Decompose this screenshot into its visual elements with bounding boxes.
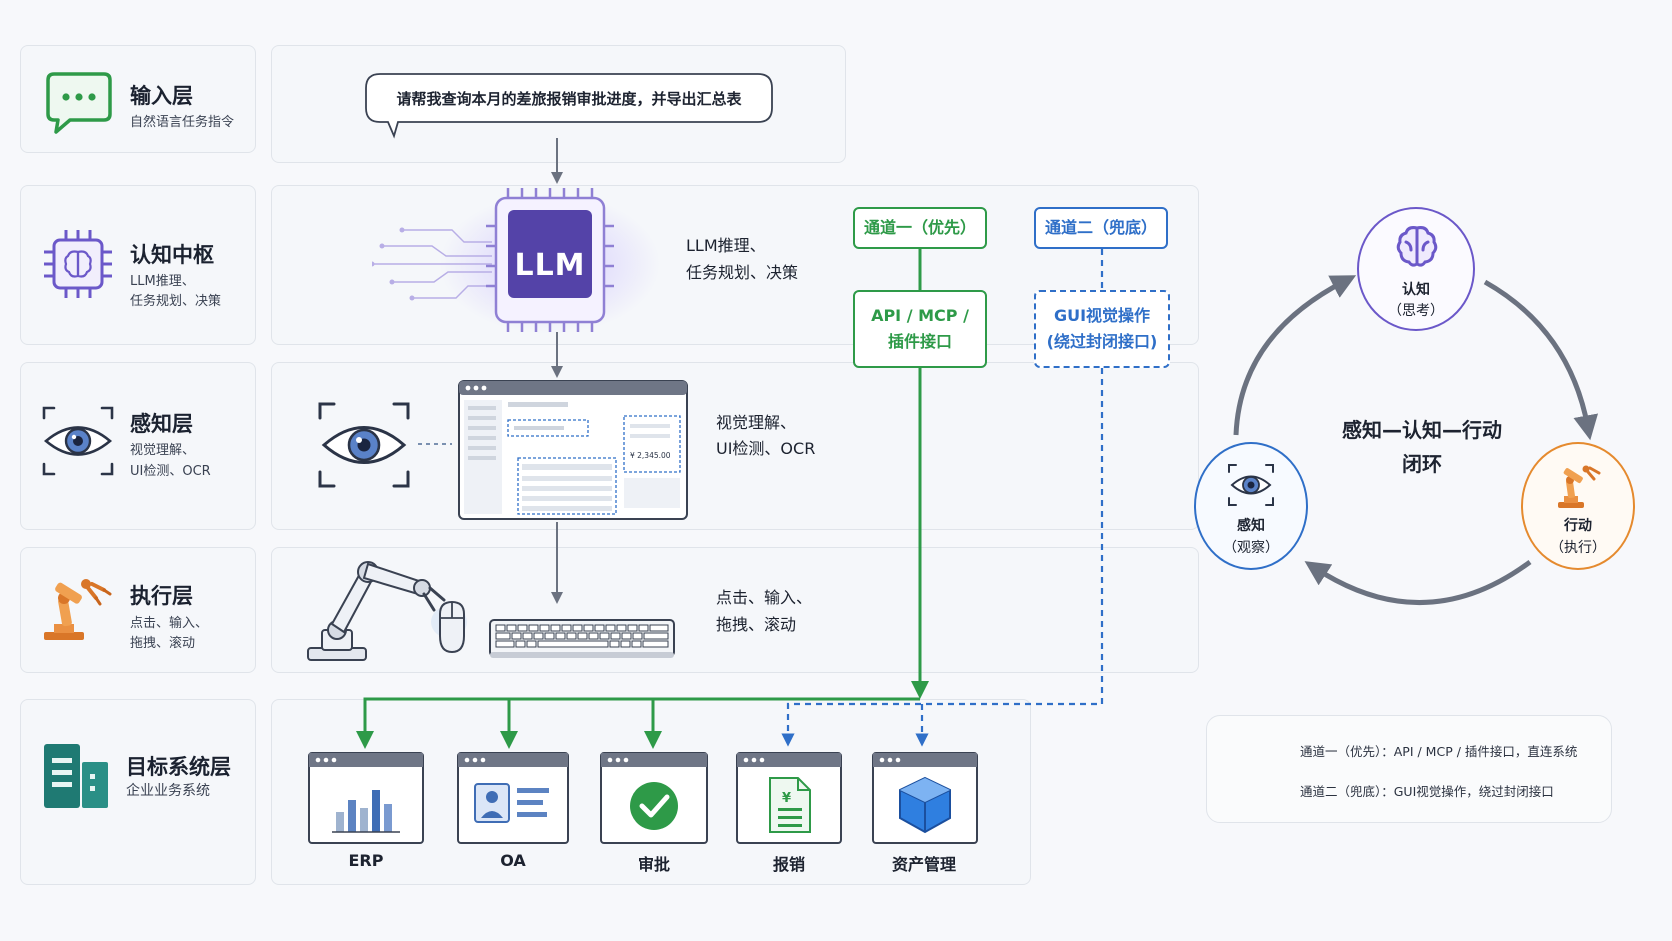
loop-arrow-action-to-perception: [1304, 559, 1532, 605]
panel-execution: [271, 547, 1199, 673]
robot-arm-small-icon: [1558, 465, 1601, 508]
loop-action-label-2: （执行）: [1550, 540, 1606, 556]
layer-sub-execution-1: 点击、输入、: [130, 616, 209, 631]
llm-chip-icon: [372, 188, 660, 334]
screen-amount: ¥ 2,345.00: [630, 451, 671, 460]
svg-text:¥: ¥: [782, 791, 791, 806]
llm-chip-label: LLM: [514, 248, 586, 283]
channel2-box-line2: (绕过封闭接口): [1046, 332, 1158, 351]
layer-sub-cognition-2: 任务规划、决策: [130, 294, 222, 309]
layer-sub-perception-1: 视觉理解、: [130, 443, 196, 458]
perception-desc-2: UI检测、OCR: [716, 439, 816, 458]
channel2-box-line1: GUI视觉操作: [1053, 306, 1151, 325]
layer-sub-execution-2: 拖拽、滚动: [130, 636, 196, 651]
channel1-box: API / MCP / 插件接口: [853, 290, 987, 368]
loop-center-title-2: 闭环: [1402, 452, 1442, 476]
layer-card-execution: [20, 547, 256, 673]
brain-chip-icon: [44, 230, 112, 298]
system-label-reimbursement: 报销: [772, 855, 805, 874]
oa-window-icon: [457, 752, 569, 844]
loop-arrow-perception-to-cognition: [1233, 275, 1357, 436]
execution-desc-1: 点击、输入、: [716, 588, 813, 607]
channel2-title: 通道二（兜底）: [1034, 207, 1168, 249]
llm-desc-1: LLM推理、: [686, 236, 766, 255]
layer-title-cognition: 认知中枢: [130, 243, 214, 267]
layer-sub-input: 自然语言任务指令: [130, 115, 235, 130]
system-label-oa: OA: [500, 851, 526, 870]
approval-window-icon: [600, 752, 708, 844]
layer-sub-target: 企业业务系统: [126, 783, 210, 799]
layer-title-perception: 感知层: [130, 412, 193, 436]
layer-sub-cognition-1: LLM推理、: [130, 274, 195, 289]
loop-perception-label-1: 感知: [1237, 518, 1265, 534]
channel1-box-line1: API / MCP /: [871, 306, 969, 325]
system-label-assets: 资产管理: [891, 855, 956, 874]
eye-scan-large-icon: [318, 402, 410, 488]
perception-desc-1: 视觉理解、: [716, 413, 797, 432]
layer-title-target: 目标系统层: [126, 755, 231, 779]
loop-center-title-1: 感知—认知—行动: [1342, 418, 1502, 442]
llm-desc-2: 任务规划、决策: [686, 263, 799, 282]
input-bubble-shape: [365, 73, 773, 139]
system-label-approval: 审批: [637, 855, 670, 874]
building-icon: [44, 744, 108, 808]
loop-node-perception: [1194, 442, 1308, 570]
eye-small-icon: [1228, 464, 1274, 506]
system-label-erp: ERP: [348, 851, 384, 870]
channel1-box-line2: 插件接口: [887, 332, 952, 351]
chat-bubble-icon: [46, 72, 112, 134]
robot-arm-icon: [44, 579, 112, 640]
execution-desc-2: 拖拽、滚动: [716, 615, 797, 634]
reimbursement-window-icon: ¥: [736, 752, 842, 844]
asset-window-icon: [872, 752, 978, 844]
brain-icon: [1396, 226, 1438, 267]
layer-title-input: 输入层: [130, 84, 193, 108]
legend-text-channel2: 通道二（兜底）：GUI视觉操作，绕过封闭接口: [1300, 784, 1554, 799]
layer-title-execution: 执行层: [130, 584, 193, 608]
erp-window-icon: [308, 752, 424, 844]
channel1-title: 通道一（优先）: [853, 207, 987, 249]
screen-mockup: [458, 380, 688, 520]
legend-text-channel1: 通道一（优先）：API / MCP / 插件接口，直连系统: [1300, 744, 1578, 759]
loop-cognition-label-2: （思考）: [1388, 303, 1444, 319]
channel2-box: GUI视觉操作 (绕过封闭接口): [1034, 290, 1170, 368]
layer-sub-perception-2: UI检测、OCR: [130, 464, 211, 479]
loop-action-label-1: 行动: [1564, 518, 1592, 534]
loop-perception-label-2: （观察）: [1223, 540, 1279, 556]
keyboard-icon: [489, 619, 675, 658]
loop-cognition-label-1: 认知: [1402, 282, 1430, 298]
robot-arm-large-icon: [307, 561, 467, 661]
eye-scan-icon: [42, 406, 114, 476]
legend-box: [1206, 715, 1612, 823]
input-bubble-text: 请帮我查询本月的差旅报销审批进度，并导出汇总表: [396, 90, 742, 108]
loop-arrow-cognition-to-action: [1483, 279, 1599, 441]
blue-channel-line: [781, 368, 1104, 747]
panel-perception: [271, 362, 1199, 530]
